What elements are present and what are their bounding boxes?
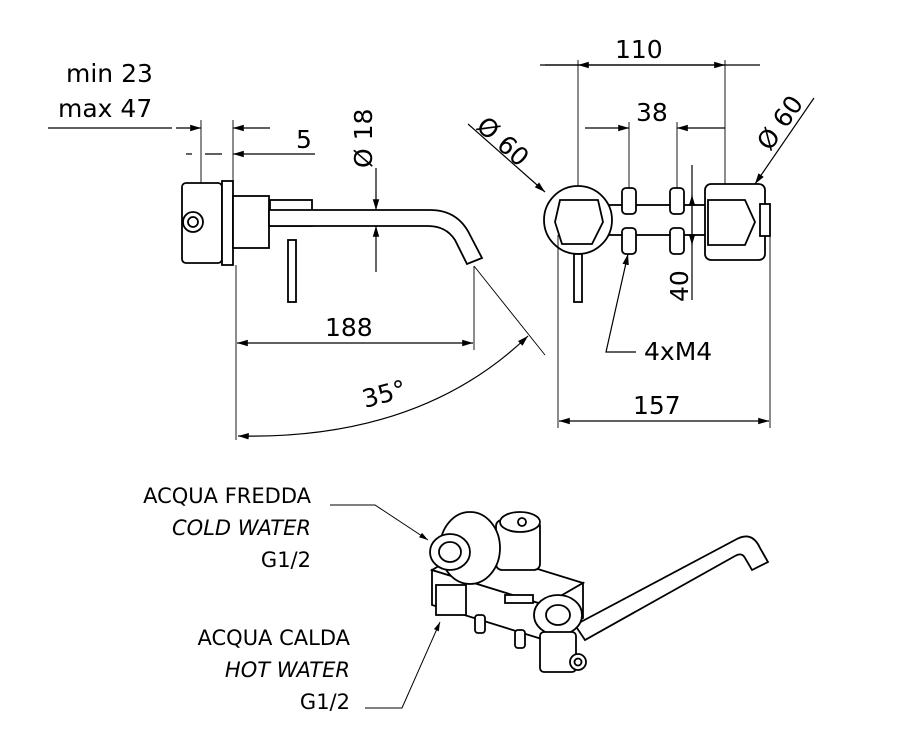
- iso-lower-block: [539, 631, 577, 673]
- iso-lower-port: [569, 653, 587, 671]
- cold-water-thread: G1/2: [261, 548, 311, 572]
- iso-outlet-nut: [533, 594, 583, 636]
- cold-water-leader: [330, 504, 429, 541]
- right-nut: [704, 183, 766, 261]
- tab-bottom-right: [669, 227, 685, 255]
- hot-water-italian: ACQUA CALDA: [198, 626, 351, 650]
- dim-screws-label: 4xM4: [644, 337, 712, 366]
- iso-tab-1: [474, 614, 486, 634]
- left-hex: [554, 199, 604, 245]
- angle-arc: [237, 335, 529, 440]
- right-hex: [707, 199, 756, 246]
- lever-handle: [287, 239, 297, 303]
- dim-188-label: 188: [325, 313, 373, 342]
- isometric-view: ACQUA FREDDA COLD WATER G1/2 ACQUA CALDA…: [143, 484, 770, 714]
- hot-water-thread: G1/2: [300, 690, 350, 714]
- inlet-port: [182, 211, 204, 233]
- cold-water-english: COLD WATER: [172, 516, 311, 540]
- tab-bottom-left: [621, 227, 637, 255]
- tab-top-right: [669, 187, 685, 215]
- side-view: 5 min 23 max 47 Ø 18 188 35°: [48, 59, 546, 440]
- front-body-bar: [594, 204, 716, 236]
- dim-38-label: 38: [636, 98, 668, 127]
- iso-cartridge-pin: [517, 517, 527, 527]
- angle-ext-line: [473, 265, 546, 356]
- iso-tab-2: [514, 629, 526, 649]
- dim-angle-label: 35°: [359, 374, 409, 413]
- iso-outlet-bore: [545, 604, 571, 626]
- body-sleeve: [232, 195, 270, 249]
- dim60-left-leader: [467, 123, 546, 193]
- inlet-port-inner: [187, 216, 199, 228]
- iso-cold-inlet-bore: [438, 541, 462, 563]
- screws-leader: [605, 253, 636, 353]
- dim-diameter-60-right-label: Ø 60: [751, 90, 809, 155]
- dim-diameter-18-label: Ø 18: [349, 109, 378, 168]
- tab-top-left: [621, 187, 637, 215]
- iso-cold-inlet: [429, 533, 471, 571]
- iso-hot-inlet: [435, 584, 467, 616]
- right-cap: [759, 203, 771, 237]
- dim-diameter-60-left-label: Ø 60: [471, 111, 535, 172]
- hot-water-leader: [365, 621, 441, 709]
- wall-plate: [221, 180, 234, 266]
- iso-cartridge-top: [499, 511, 541, 533]
- dim-5-label: 5: [296, 125, 312, 154]
- front-view: 110 38 Ø 60 Ø 60 40: [467, 35, 815, 428]
- wall-max-label: max 47: [58, 94, 152, 123]
- dim60-right-leader: [754, 97, 815, 185]
- dim-157-label: 157: [633, 391, 681, 420]
- dim-110-label: 110: [615, 35, 663, 64]
- iso-cross-bar: [504, 594, 534, 604]
- dim-40-label: 40: [665, 270, 694, 302]
- iso-spout: [573, 535, 770, 642]
- iso-lower-port-bore: [573, 657, 583, 667]
- front-lever: [573, 253, 583, 303]
- cold-water-italian: ACQUA FREDDA: [143, 484, 312, 508]
- spout: [268, 209, 484, 266]
- hot-water-english: HOT WATER: [225, 658, 350, 682]
- wall-min-label: min 23: [66, 59, 153, 88]
